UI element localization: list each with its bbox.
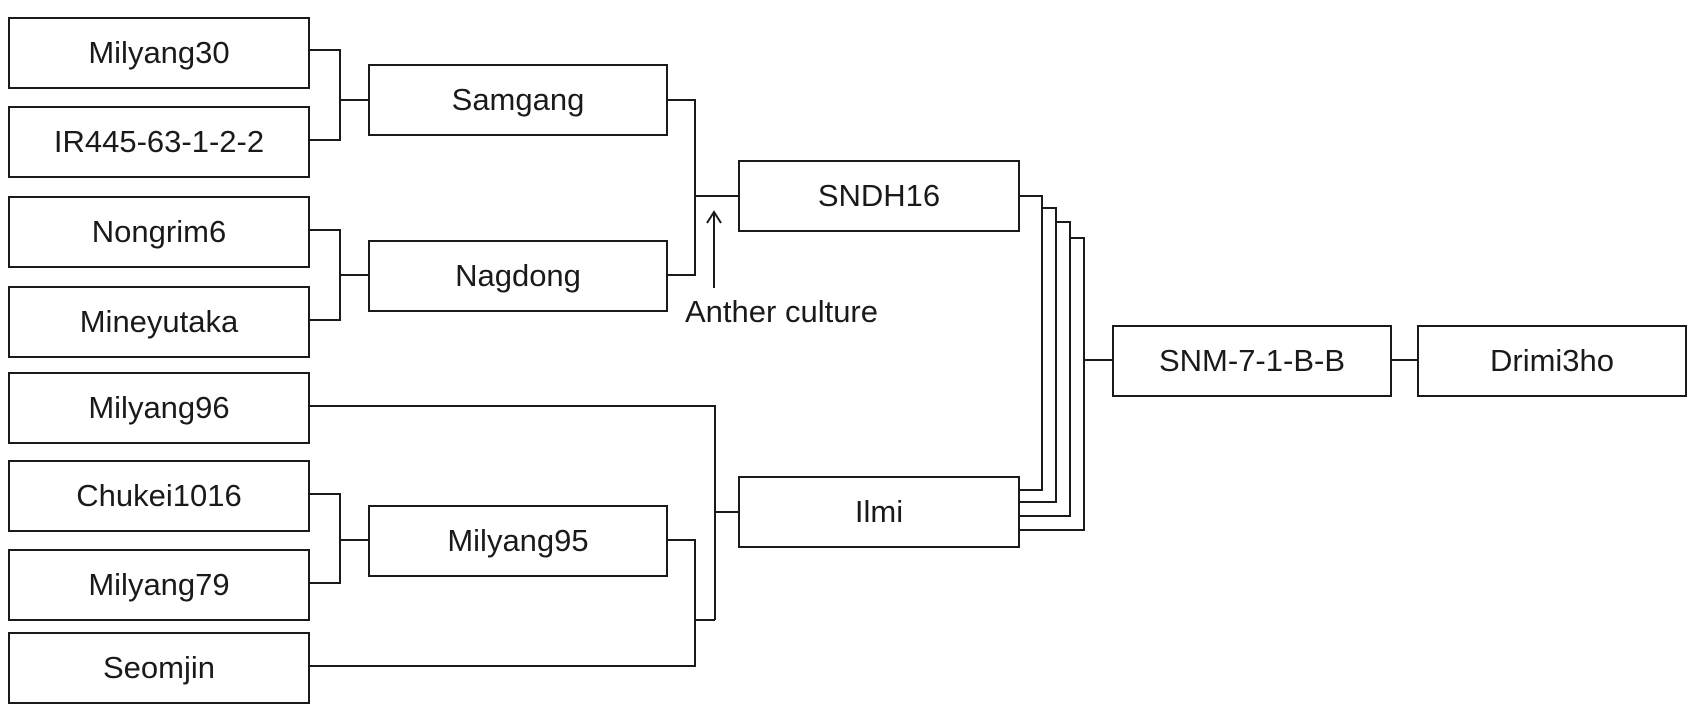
backcross-line-sndh16-2	[1020, 207, 1057, 503]
node-nongrim6-label: Nongrim6	[91, 214, 227, 249]
node-milyang79: Milyang79	[8, 549, 310, 621]
node-ilmi-label: Ilmi	[854, 494, 904, 529]
cross-line-milyang95	[668, 539, 696, 620]
node-sndh16: SNDH16	[738, 160, 1020, 232]
anther-culture-arrow-head	[706, 210, 722, 224]
node-sndh16-label: SNDH16	[817, 178, 941, 213]
node-milyang30: Milyang30	[8, 17, 310, 89]
backcross-line-sndh16-3	[1020, 221, 1071, 517]
node-ir445-label: IR445-63-1-2-2	[53, 124, 265, 159]
node-seomjin-label: Seomjin	[103, 650, 215, 685]
node-samgang-label: Samgang	[451, 82, 585, 117]
node-milyang95: Milyang95	[368, 505, 668, 577]
node-seomjin: Seomjin	[8, 632, 310, 704]
cross-line-mineyutaka	[310, 275, 341, 321]
cross-line-seomjin	[310, 619, 715, 667]
node-mineyutaka-label: Mineyutaka	[79, 304, 239, 339]
node-milyang96-label: Milyang96	[88, 390, 230, 425]
anther-culture-label: Anther culture	[685, 294, 878, 329]
cross-line-nagdong	[668, 196, 696, 276]
node-milyang96: Milyang96	[8, 372, 310, 444]
cross-line-chukei1016	[310, 493, 368, 541]
node-samgang: Samgang	[368, 64, 668, 136]
node-snm-label: SNM-7-1-B-B	[1158, 343, 1345, 378]
node-ilmi: Ilmi	[738, 476, 1020, 548]
cross-line-samgang	[668, 99, 738, 197]
node-nagdong-label: Nagdong	[455, 258, 581, 293]
node-drimi3ho-label: Drimi3ho	[1489, 343, 1615, 378]
backcross-line-sndh16-4	[1020, 237, 1085, 531]
cross-line-ir445	[310, 100, 341, 141]
node-milyang30-label: Milyang30	[88, 35, 230, 70]
cross-line-nongrim6	[310, 229, 368, 276]
backcross-line-sndh16-1	[1020, 195, 1043, 491]
node-chukei1016: Chukei1016	[8, 460, 310, 532]
node-chukei1016-label: Chukei1016	[76, 478, 242, 513]
cross-line-milyang96	[310, 405, 716, 620]
node-milyang95-label: Milyang95	[447, 523, 589, 558]
node-mineyutaka: Mineyutaka	[8, 286, 310, 358]
node-drimi3ho: Drimi3ho	[1417, 325, 1687, 397]
node-snm-7-1-b-b: SNM-7-1-B-B	[1112, 325, 1392, 397]
cross-line-to-snm	[1083, 238, 1112, 361]
node-ir445-63-1-2-2: IR445-63-1-2-2	[8, 106, 310, 178]
node-nagdong: Nagdong	[368, 240, 668, 312]
node-milyang79-label: Milyang79	[88, 567, 230, 602]
cross-line-milyang79	[310, 540, 341, 584]
node-nongrim6: Nongrim6	[8, 196, 310, 268]
cross-line-milyang30	[310, 49, 368, 101]
